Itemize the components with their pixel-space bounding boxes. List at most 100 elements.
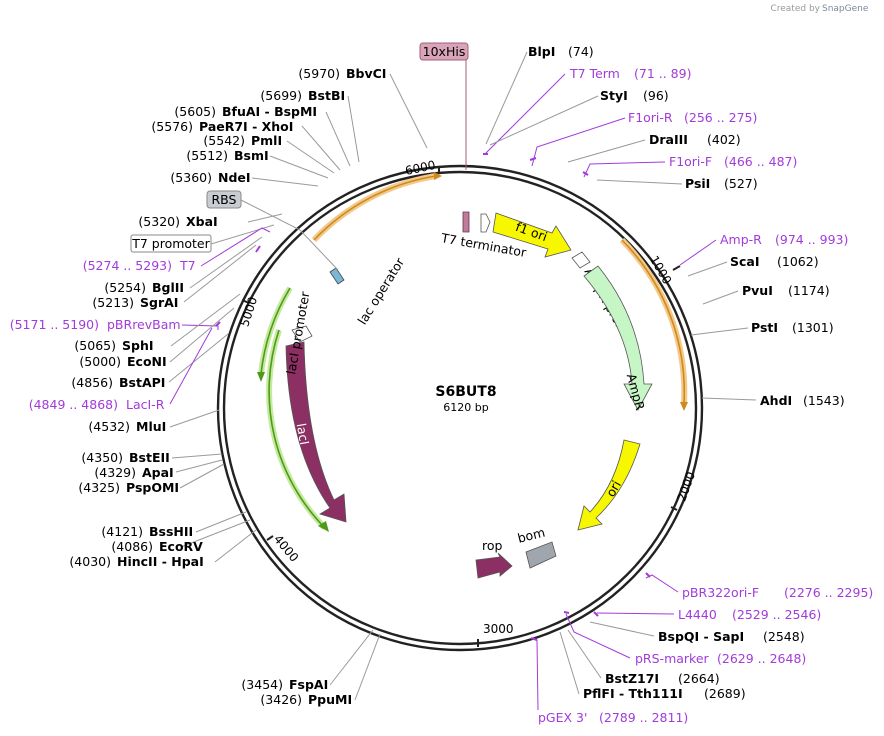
orf-arc-right-arrowhead [680,402,688,411]
site-name-f1ori-r: F1ori-R [628,110,673,125]
site-pos-pflfi: (2689) [704,686,746,701]
site-name-sphi: SphI [122,338,154,353]
his-tag-label: 10xHis [423,44,466,59]
leader-blpi [485,51,528,145]
leader-ecorv [180,519,251,548]
backbone-inner [222,170,698,646]
leader-pflfi [559,631,580,695]
site-name-bstbi: BstBI [308,88,345,103]
site-name-ppumi: PpuMI [308,692,352,707]
site-name-ndei: NdeI [218,170,251,185]
site-pos-laci-r: (4849 .. 4868) [29,397,118,412]
leader-amp-r [679,239,717,266]
site-pos-scai: (1062) [777,254,819,269]
site-name-mlui: MluI [136,419,166,434]
ampr-promoter-feature [571,251,591,269]
site-name-bstz17i: BstZ17I [605,671,659,686]
site-pos-bsmi: (5512) [186,148,228,163]
site-name-fspai: FspAI [289,677,328,692]
primer-mark-f1ori-r [529,157,537,161]
tick-2000 [670,506,678,511]
orf-green-small [260,287,291,375]
primer-mark-t7 [255,245,261,253]
site-pos-bfuai: (5605) [174,104,216,119]
site-name-hincii: HincII - HpaI [117,554,204,569]
site-name-bsteii: BstEII [129,450,170,465]
orf-arc-top [313,175,437,241]
leader-bstbi [347,95,360,163]
site-pos-bstapi: (4856) [71,375,113,390]
site-pos-pmli: (5542) [203,133,245,148]
orf-green-large-arrowhead [318,521,329,532]
site-pos-bstz17i: (2664) [678,671,720,686]
bom-label: bom [516,524,547,545]
site-name-l4440: L4440 [678,607,717,622]
leader-t7-term [484,73,566,155]
site-pos-ahdi: (1543) [803,393,845,408]
tick-label-4000: 4000 [271,532,301,564]
site-pos-econi: (5000) [79,354,121,369]
site-name-prs-marker: pRS-marker [635,651,710,666]
tick-label-3000: 3000 [483,622,514,636]
lac-operator-feature [329,267,345,285]
laci-feature [285,341,347,523]
tick-label-2000: 2000 [674,470,698,503]
primer-mark-pbrrevbam [215,321,221,327]
site-pos-bglii: (5254) [104,280,146,295]
leader-pspomi [179,463,225,489]
site-name-pvui: PvuI [742,283,773,298]
site-pos-t7-term: (71 .. 89) [634,66,691,81]
site-pos-pbrrevbam: (5171 .. 5190) [10,317,99,332]
orf-green-large [268,329,326,529]
site-name-bbvci: BbvCI [346,66,386,81]
leader-ppumi [354,633,381,701]
ampr-label: AmpR [624,372,648,412]
site-pos-ndei: (5360) [170,170,212,185]
site-name-draiii: DraIII [649,132,688,147]
leader-t7 [200,227,271,267]
leader-pvui [702,290,739,305]
site-pos-ppumi: (3426) [260,692,302,707]
site-pos-l4440: (2529 .. 2546) [732,607,821,622]
leader-l4440 [596,612,675,615]
leader-bspqi [589,621,655,637]
rbs-box [206,190,242,209]
site-name-bsshii: BssHII [149,524,193,539]
leader-t7-promoter [210,224,275,245]
leader-pbr322ori-f [645,574,679,593]
tick-1000 [672,265,681,271]
site-pos-apai: (4329) [94,465,136,480]
rbs-label: RBS [212,192,237,207]
site-pos-f1ori-f: (466 .. 487) [724,154,797,169]
primer-mark-f1ori-f [582,171,589,176]
tick-marks: 1000 2000 3000 4000 5000 6000 [237,158,698,647]
leader-psii [596,179,683,185]
tick-4000 [266,535,274,541]
laci-promoter-feature [291,325,313,343]
plasmid-size: 6120 bp [443,401,488,414]
site-name-bstapi: BstAPI [119,375,165,390]
site-name-sgrai: SgrAI [140,295,178,310]
t7-promoter-label: T7 promoter [131,236,210,251]
site-pos-paer7i: (5576) [151,119,193,134]
lac-operator-label: lac operator [354,254,407,327]
primer-mark-l4440 [593,611,599,617]
site-name-xbai: XbaI [186,214,218,229]
t7-terminator-feature [462,211,470,233]
leader-bglii [189,236,263,289]
leader-mlui [169,409,220,428]
orf-arc-right [621,239,686,405]
leader-bsshii [195,511,247,533]
tick-label-6000: 6000 [404,158,437,178]
site-name-apai: ApaI [142,465,174,480]
site-pos-amp-r: (974 .. 993) [775,232,848,247]
terminator-outline-feature [480,213,491,233]
backbone-outer [216,164,704,652]
right-site-labels: BlpI (74) T7 Term (71 .. 89) StyI (96) F… [528,44,873,725]
site-name-pmli: PmlI [251,133,282,148]
site-pos-fspai: (3454) [241,677,283,692]
plasmid-name: S6BUT8 [435,384,496,400]
site-pos-bsteii: (4350) [81,450,123,465]
leader-bfuai [325,111,351,167]
f1-ori-feature [492,212,572,258]
